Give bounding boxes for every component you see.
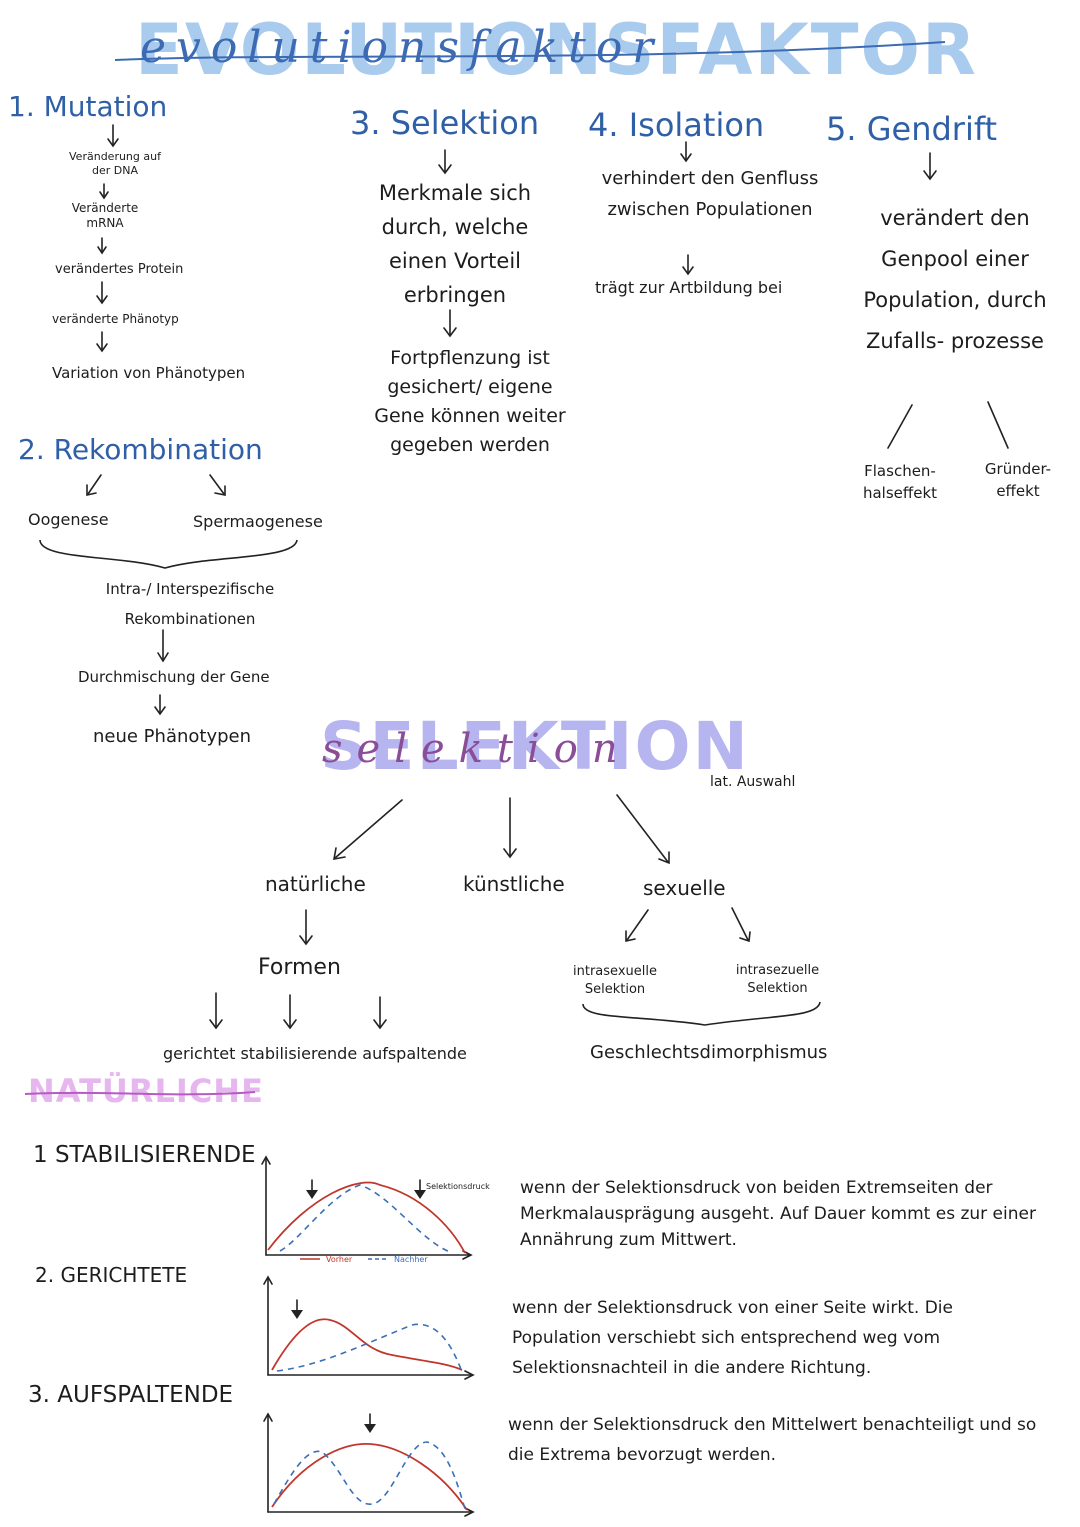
isolation-text-2: trägt zur Artbildung bei <box>595 278 783 297</box>
sexual-right: intrasezuelle Selektion <box>735 963 820 996</box>
curve-after <box>279 1184 451 1253</box>
rekombination-step-3: neue Phänotypen <box>93 726 252 747</box>
mutation-step-5: Variation von Phänotypen <box>52 364 246 382</box>
selektion-title: SELEKTION <box>320 708 750 785</box>
curve-before <box>271 1443 468 1511</box>
selektion-tree-arrows <box>209 794 821 1030</box>
type-3-label: 3. AUFSPALTENDE <box>28 1382 234 1408</box>
curve-before <box>271 1318 463 1371</box>
type-1-label: 1 STABILISIERENDE <box>33 1142 256 1168</box>
gendrift-arrows <box>887 152 1009 449</box>
pressure-arrow-right <box>414 1190 426 1199</box>
rekombination-right: Spermaogenese <box>193 512 323 531</box>
selektion-note: lat. Auswahl <box>710 774 796 790</box>
pressure-label: Selektionsdruck <box>426 1182 490 1191</box>
formen-list: gerichtet stabilisierende aufspaltende <box>163 1044 467 1063</box>
formen-label: Formen <box>258 955 341 980</box>
curve-after <box>276 1323 463 1373</box>
rekombination-step-2: Durchmischung der Gene <box>78 668 270 686</box>
selektion-arrows <box>438 149 457 338</box>
selektion-heading: 3. Selektion <box>350 104 540 142</box>
sexual-left: intrasexuelle Selektion <box>573 964 657 997</box>
curve-before <box>267 1181 466 1254</box>
isolation-arrows <box>680 141 694 276</box>
mutation-heading: 1. Mutation <box>8 90 168 123</box>
rekombination-arrows <box>39 474 298 716</box>
selektion-title-script: selektion <box>322 726 632 772</box>
branch-natuerliche: natürliche <box>265 872 366 896</box>
rekombination-brace-text: Intra-/ Interspezifische Rekombinationen <box>105 580 275 628</box>
type-2-label: 2. GERICHTETE <box>35 1263 188 1287</box>
curve-after <box>273 1441 466 1510</box>
gendrift-text: verändert den Genpool einer Population, … <box>863 206 1047 353</box>
sexual-result: Geschlechtsdimorphismus <box>590 1042 828 1063</box>
chart-stabilisierende: Selektionsdruck Vorher Nachher <box>261 1155 490 1264</box>
legend-before: Vorher <box>326 1255 353 1264</box>
rekombination-left: Oogenese <box>28 510 109 529</box>
title-underline <box>114 41 946 61</box>
main-title-script: evolutionsfaktor <box>140 22 664 73</box>
gendrift-right: Gründer- effekt <box>984 460 1052 500</box>
type-2-description: wenn der Selektionsdruck von einer Seite… <box>512 1298 953 1378</box>
rekombination-heading: 2. Rekombination <box>18 433 263 466</box>
natuerliche-heading: NATÜRLICHE <box>28 1072 264 1110</box>
mutation-arrows <box>96 124 119 353</box>
pressure-arrow <box>291 1310 303 1319</box>
gendrift-left: Flaschen- halseffekt <box>862 462 938 502</box>
type-1-description: wenn der Selektionsdruck von beiden Extr… <box>520 1178 1036 1250</box>
mutation-step-1: Veränderung auf der DNA <box>69 150 161 177</box>
mutation-step-2: Veränderte mRNA <box>71 201 139 230</box>
branch-kuenstliche: künstliche <box>463 872 565 896</box>
isolation-heading: 4. Isolation <box>588 106 765 144</box>
main-title: EVOLUTIONSFAKTOR <box>135 9 978 91</box>
isolation-text-1: verhindert den Genfluss zwischen Populat… <box>601 168 819 220</box>
mutation-step-3: verändertes Protein <box>55 262 184 277</box>
mutation-step-4: veränderte Phänotyp <box>52 312 179 326</box>
gendrift-heading: 5. Gendrift <box>826 110 998 148</box>
pressure-arrow <box>364 1424 376 1433</box>
chart-gerichtete <box>263 1275 475 1380</box>
legend-after: Nachher <box>394 1255 428 1264</box>
chart-aufspaltende <box>263 1412 475 1517</box>
pressure-arrow-left <box>306 1190 318 1199</box>
selektion-text-1: Merkmale sich durch, welche einen Vortei… <box>378 181 532 307</box>
natuerliche-strike <box>24 1091 256 1096</box>
branch-sexuelle: sexuelle <box>643 876 726 900</box>
type-3-description: wenn der Selektionsdruck den Mittelwert … <box>508 1415 1037 1465</box>
selektion-text-2: Fortpflenzung ist gesichert/ eigene Gene… <box>374 347 566 456</box>
